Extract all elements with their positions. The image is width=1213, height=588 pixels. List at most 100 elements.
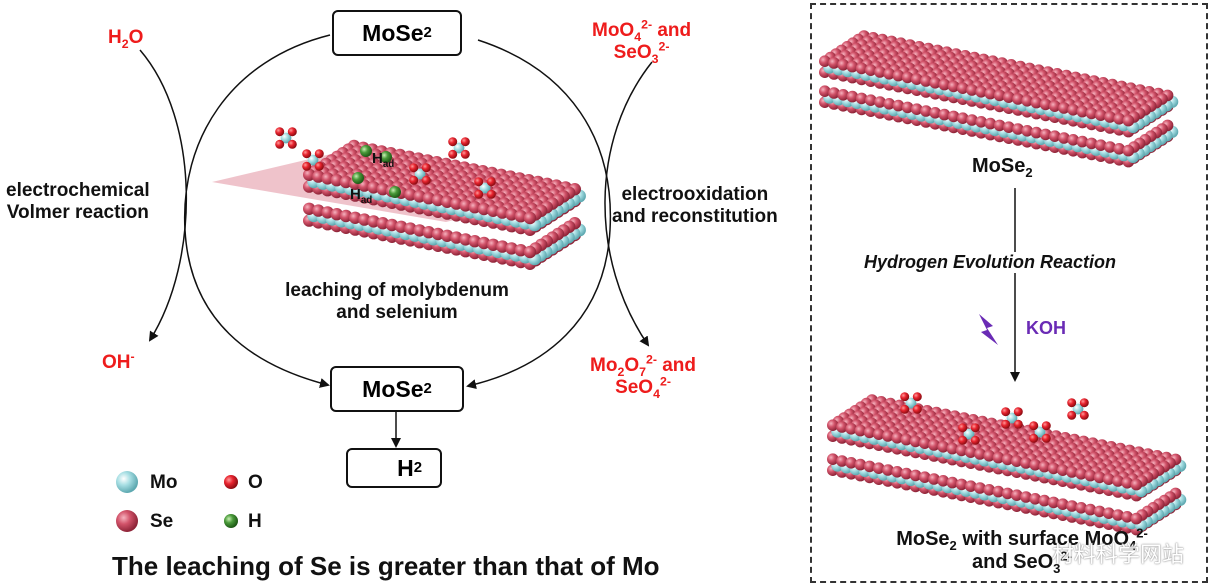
se-atom <box>321 172 334 185</box>
se-atom <box>1121 511 1133 523</box>
o-atom <box>970 423 980 433</box>
legend-mo-label: Mo <box>150 472 178 493</box>
se-atom <box>1029 459 1041 471</box>
product-ions-label: Mo2O72- and SeO42- <box>590 352 697 401</box>
se-atom <box>441 229 454 242</box>
se-atom <box>845 457 857 469</box>
se-atom <box>892 99 905 112</box>
se-atom <box>413 224 426 237</box>
se-atom <box>1113 143 1125 155</box>
se-atom <box>946 442 959 455</box>
mose2-mid-text: MoSe <box>362 375 424 402</box>
cluster-center-atom <box>414 168 426 180</box>
se-atom <box>505 208 518 221</box>
o-atom <box>1079 410 1089 420</box>
se-atom <box>422 226 435 239</box>
se-atom <box>450 231 463 244</box>
se-atom <box>901 71 914 84</box>
se-atom <box>828 57 840 69</box>
se-atom <box>891 432 903 444</box>
se-atom <box>1047 496 1060 509</box>
right-top-label: MoSe2 <box>972 155 1033 180</box>
arc-right-cycle <box>466 39 612 390</box>
se-atom <box>1075 502 1087 514</box>
se-atom <box>1093 471 1106 484</box>
se-atom <box>468 201 481 214</box>
se-atom <box>983 484 995 496</box>
se-atom <box>938 108 951 121</box>
se-atom <box>1038 494 1051 507</box>
se-atom <box>900 467 913 480</box>
se-atom <box>450 197 463 210</box>
o-atom <box>275 127 285 137</box>
se-atom <box>920 75 932 87</box>
se-atom <box>523 211 537 225</box>
se-atom <box>1030 126 1043 139</box>
se-atom <box>920 105 932 117</box>
o-atom <box>314 149 324 159</box>
se-atom <box>1085 107 1098 120</box>
electrooxidation-label: electrooxidation and reconstitution <box>612 184 778 227</box>
se-atom <box>827 419 839 432</box>
right-bottom-label: MoSe2 with surface MoO42- and SeO32- <box>896 525 1148 576</box>
se-atom <box>303 168 316 181</box>
h-atom <box>360 145 372 157</box>
se-atom <box>1103 473 1115 486</box>
se-atom <box>1001 487 1014 500</box>
se-atom <box>837 89 849 101</box>
se-atom <box>892 69 905 82</box>
se-atom <box>909 435 922 448</box>
se-atom <box>1130 512 1143 525</box>
se-atom <box>339 175 353 189</box>
se-atom <box>984 87 997 100</box>
o-atom <box>448 137 458 147</box>
se-atom <box>883 98 895 110</box>
se-atom <box>882 430 894 442</box>
se-atom <box>1057 464 1069 477</box>
se-atom <box>1020 491 1032 503</box>
se-atom <box>874 66 886 78</box>
se-atom <box>846 60 859 73</box>
se-atom <box>1084 469 1097 482</box>
se-atom <box>865 94 877 106</box>
se-atom <box>929 77 941 89</box>
se-atom <box>1039 98 1052 111</box>
se-atom <box>395 220 408 233</box>
hydroxide-label: OH- <box>102 349 135 373</box>
cluster-center-atom <box>280 132 292 144</box>
o-atom <box>409 163 419 173</box>
se-atom <box>1003 91 1015 103</box>
o-atom <box>970 435 980 445</box>
se-atom <box>1066 500 1078 512</box>
o-atom <box>460 137 470 147</box>
had-label-1: Had <box>372 150 395 170</box>
o-atom <box>1067 410 1077 420</box>
cluster-center-atom <box>479 182 491 194</box>
se-atom <box>1001 453 1014 466</box>
o-atom <box>302 149 312 159</box>
se-atom <box>965 446 977 459</box>
se-atom <box>928 439 940 451</box>
watermark: 材料科学网站 <box>1052 542 1185 567</box>
se-atom <box>477 202 491 216</box>
se-atom <box>413 190 426 203</box>
se-atom <box>863 426 876 439</box>
se-atom <box>1076 135 1089 148</box>
h-atom <box>352 172 364 184</box>
se-atom <box>845 423 857 435</box>
se-atom <box>957 112 969 124</box>
se-atom <box>496 240 509 253</box>
se-atom <box>1122 144 1135 157</box>
se-atom <box>477 236 491 250</box>
cluster-center-atom <box>963 428 975 440</box>
se-atom <box>836 421 848 433</box>
se-atom <box>883 68 895 80</box>
se-atom <box>1113 113 1125 125</box>
o-atom <box>409 175 419 185</box>
se-atom <box>836 455 848 467</box>
se-atom <box>404 188 417 201</box>
o-atom <box>1041 433 1051 443</box>
